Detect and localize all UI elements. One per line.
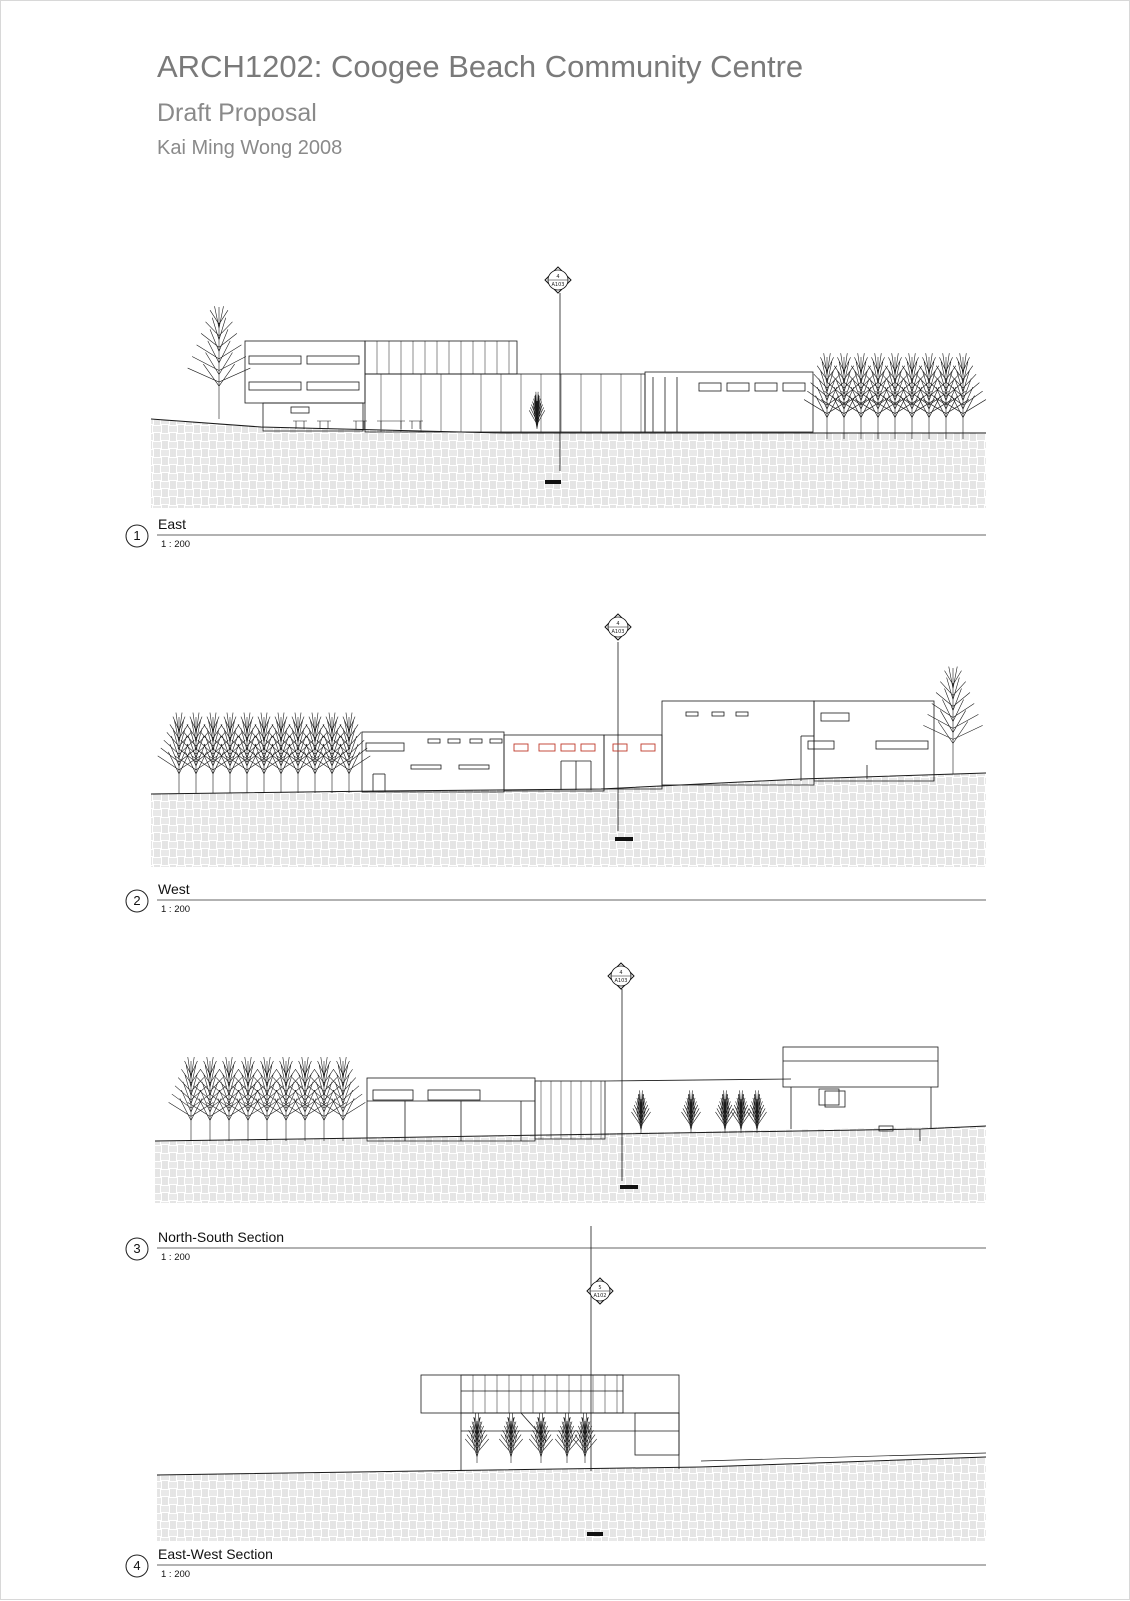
tree-icon [327, 712, 371, 793]
tree-icon [301, 1056, 347, 1141]
tree-icon [681, 1090, 701, 1133]
tree-icon [747, 1090, 767, 1133]
section-marker-icon: 4 A103 [604, 613, 632, 641]
view-number-circle-icon: 1 [125, 524, 149, 548]
tree-icon [276, 712, 320, 793]
section-marker-sheet: A102 [594, 1293, 607, 1299]
tree-icon [263, 1056, 309, 1141]
tree-icon [310, 712, 354, 793]
tree-icon [631, 1090, 651, 1133]
section-marker-sheet: A103 [612, 629, 625, 635]
tree-icon [320, 1056, 366, 1141]
tree-icon [187, 1056, 233, 1141]
view-number: 1 [133, 528, 141, 543]
tree-icon [206, 1056, 252, 1141]
section-marker-number: 4 [616, 621, 619, 627]
tree-icon [225, 1056, 271, 1141]
tree-icon [244, 1056, 290, 1141]
tree-icon [282, 1056, 328, 1141]
tree-icon [465, 1413, 489, 1463]
tree-icon [731, 1090, 751, 1133]
section-marker-icon: 5 A102 [586, 1277, 614, 1305]
tree-icon [715, 1090, 735, 1133]
tree-icon [208, 712, 252, 793]
tree-icon [555, 1413, 579, 1463]
sheet-subtitle: Draft Proposal [157, 99, 317, 127]
section-marker-number: 5 [598, 1285, 601, 1291]
tree-icon [259, 712, 303, 793]
tree-icon [242, 712, 286, 793]
tree-icon [939, 353, 987, 439]
tree-icon [499, 1413, 523, 1463]
section-marker-sheet: A103 [615, 978, 628, 984]
tree-icon [293, 712, 337, 793]
view-scale: 1 : 200 [161, 904, 191, 915]
tree-icon [174, 712, 218, 793]
view-title: West [158, 881, 190, 897]
view-scale: 1 : 200 [161, 1252, 191, 1263]
section-marker-sheet: A103 [552, 282, 565, 288]
view-2-west-drawing: 4 A103 [150, 613, 987, 867]
view-number-circle-icon: 3 [125, 1237, 149, 1261]
tree-icon [187, 306, 251, 419]
view-number-circle-icon: 2 [125, 889, 149, 913]
tree-icon [225, 712, 269, 793]
view-number-circle-icon: 4 [125, 1554, 149, 1578]
view-scale: 1 : 200 [161, 1569, 191, 1580]
view-title: East [158, 516, 187, 532]
section-marker-number: 4 [619, 970, 622, 976]
view-title: East-West Section [158, 1546, 273, 1562]
tree-icon [923, 666, 983, 774]
view-number: 2 [133, 893, 141, 908]
tree-icon [528, 391, 546, 429]
section-marker-icon: 4 A103 [607, 962, 635, 990]
tree-icon [191, 712, 235, 793]
tree-icon [573, 1413, 597, 1463]
view-number: 3 [133, 1241, 141, 1256]
view-title: North-South Section [158, 1229, 285, 1245]
view-scale: 1 : 200 [161, 539, 191, 550]
section-marker-icon: 4 A103 [544, 266, 572, 294]
tree-icon [157, 712, 201, 793]
view-4-east-west-section-drawing: 5 A102 [156, 1226, 987, 1541]
sheet-title: ARCH1202: Coogee Beach Community Centre [157, 49, 804, 84]
tree-icon [168, 1056, 214, 1141]
tree-icon [529, 1413, 553, 1463]
author-line: Kai Ming Wong 2008 [157, 137, 343, 159]
view-3-north-south-section-drawing: 4 A103 [154, 962, 987, 1203]
view-number: 4 [133, 1558, 141, 1573]
view-1-east-drawing: 4 A103 [150, 266, 987, 508]
section-marker-number: 4 [556, 274, 559, 280]
